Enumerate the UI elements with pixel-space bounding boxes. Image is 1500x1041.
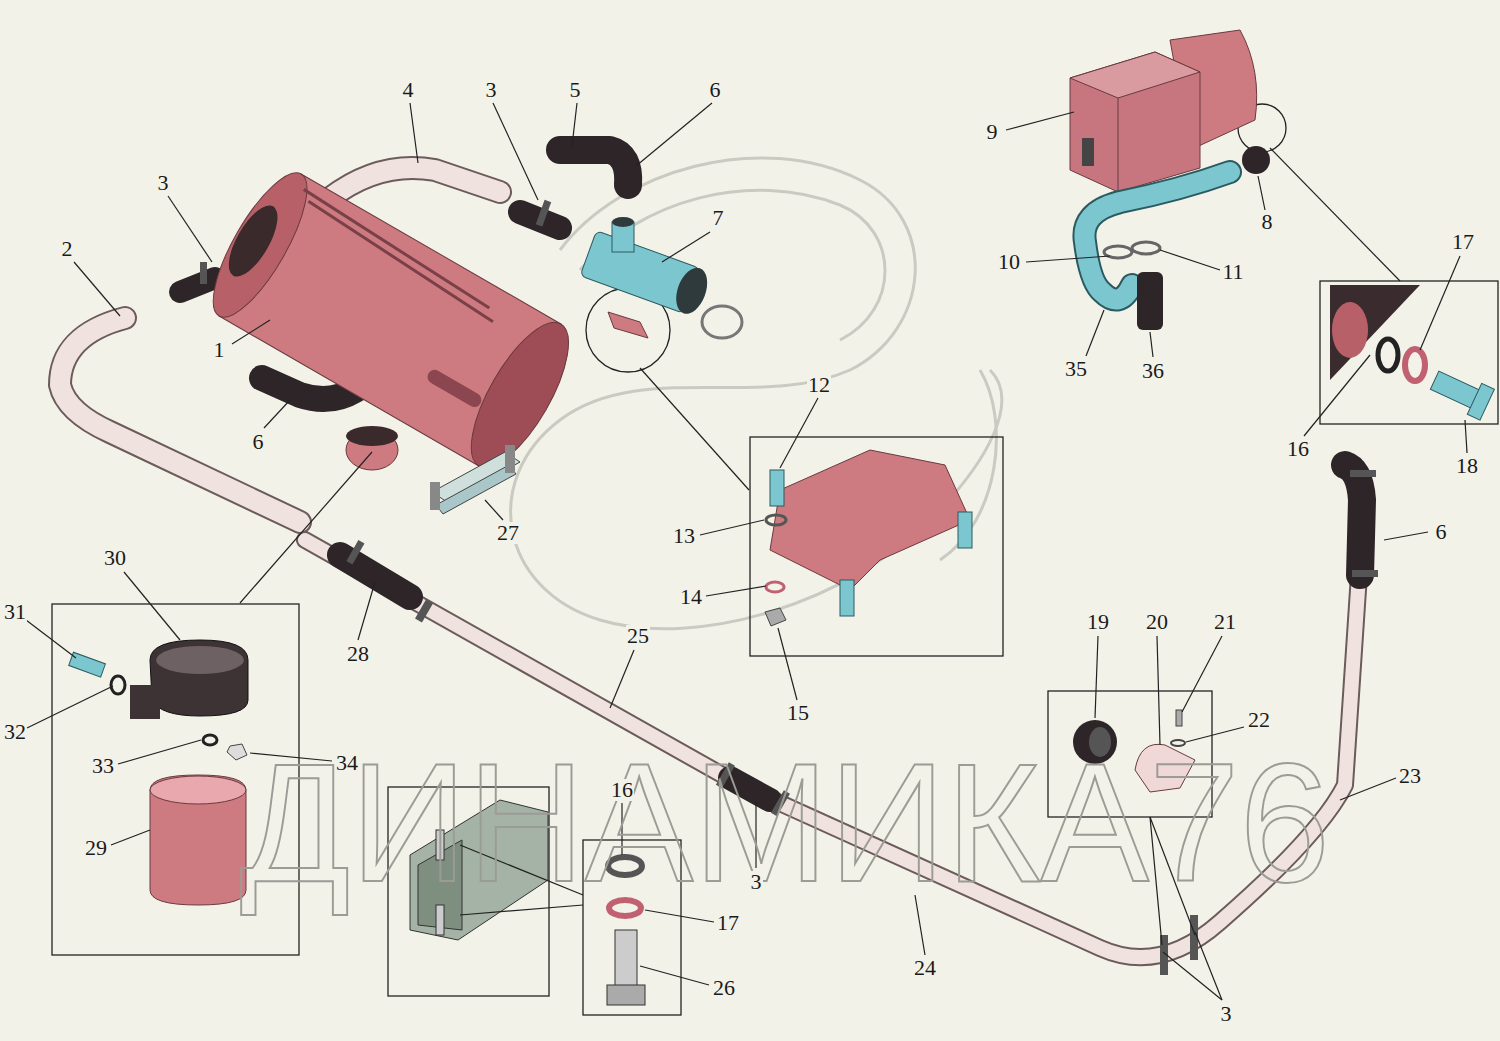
logo-swirl (511, 158, 1002, 629)
callout-number: 3 (1220, 1003, 1233, 1025)
muffler-clamp-inset (69, 640, 248, 905)
callout-number: 16 (610, 779, 634, 801)
callout-number: 25 (626, 625, 650, 647)
callout-number: 4 (402, 79, 415, 101)
callout-number: 6 (1435, 521, 1448, 543)
callout-number: 8 (1261, 211, 1274, 233)
callout-number: 10 (997, 251, 1021, 273)
callout-number: 3 (750, 871, 763, 893)
callout-number: 36 (1141, 360, 1165, 382)
callout-number: 12 (807, 374, 831, 396)
callout-number: 22 (1247, 709, 1271, 731)
callout-number: 35 (1064, 358, 1088, 380)
plug (1242, 146, 1270, 174)
callout-number: 17 (716, 912, 740, 934)
callout-number: 14 (679, 586, 703, 608)
callout-number: 11 (1221, 261, 1244, 283)
callout-number: 5 (569, 79, 582, 101)
callout-number: 7 (712, 207, 725, 229)
bracket-inset (765, 450, 972, 626)
callout-number: 30 (103, 547, 127, 569)
callout-number: 23 (1398, 765, 1422, 787)
callout-number: 16 (1286, 438, 1310, 460)
callout-number: 27 (496, 522, 520, 544)
pipes (60, 150, 1362, 957)
callout-number: 34 (335, 752, 359, 774)
callout-number: 18 (1455, 455, 1479, 477)
callout-number: 28 (346, 643, 370, 665)
bracket (430, 445, 520, 514)
callout-number: 29 (84, 837, 108, 859)
drain-plug-inset (1330, 285, 1494, 420)
callout-number: 31 (3, 601, 27, 623)
callout-number: 21 (1213, 611, 1237, 633)
callout-number: 24 (913, 957, 937, 979)
callout-number: 33 (91, 755, 115, 777)
callout-number: 20 (1145, 611, 1169, 633)
callout-number: 32 (3, 721, 27, 743)
hose-piece (1137, 272, 1163, 330)
callout-number: 3 (157, 172, 170, 194)
callout-number: 15 (786, 702, 810, 724)
callout-number: 6 (709, 79, 722, 101)
callout-number: 26 (712, 977, 736, 999)
leader-lines (26, 103, 1467, 1000)
callout-number: 6 (252, 431, 265, 453)
callout-number: 17 (1451, 231, 1475, 253)
callout-number: 3 (485, 79, 498, 101)
callout-number: 1 (213, 339, 226, 361)
callout-number: 13 (672, 525, 696, 547)
heater-body (197, 161, 587, 481)
callout-number: 9 (986, 121, 999, 143)
callout-number: 2 (61, 238, 74, 260)
callout-number: 19 (1086, 611, 1110, 633)
inset-frames (52, 104, 1498, 1015)
watermark: ДИНАМИКА76 (240, 738, 1330, 907)
pump (580, 217, 742, 338)
